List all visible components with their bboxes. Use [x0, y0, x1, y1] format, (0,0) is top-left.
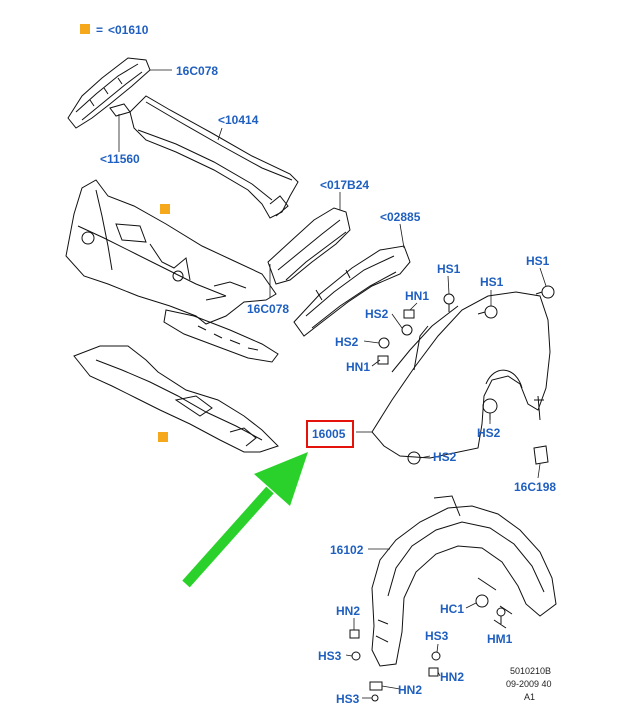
lower-cowl-panel-part	[73, 345, 279, 453]
reference-code: 5010210B	[510, 666, 551, 676]
label-hn2-c[interactable]: HN2	[398, 683, 422, 697]
label-hs1-c[interactable]: HS1	[526, 254, 550, 268]
fastener-hs3-a	[351, 651, 361, 661]
fastener-hn1-a	[403, 309, 415, 319]
label-hs1-a[interactable]: HS1	[437, 262, 461, 276]
reference-rev: A1	[524, 692, 535, 702]
label-apron-panel[interactable]: <02885	[380, 210, 421, 224]
reference-date: 09-2009 40	[506, 679, 552, 689]
label-hs2-a[interactable]: HS2	[365, 307, 389, 321]
label-hn2-b[interactable]: HN2	[440, 670, 464, 684]
wheel-liner-part	[371, 495, 557, 667]
label-cowl-top[interactable]: <10414	[218, 113, 259, 127]
label-hs2-c[interactable]: HS2	[477, 426, 501, 440]
cowl-top-panel-part	[129, 95, 299, 219]
label-hs2-b[interactable]: HS2	[335, 335, 359, 349]
dash-panel-part	[65, 179, 277, 325]
fastener-hs3-c	[371, 694, 379, 702]
fastener-hs1-b	[477, 305, 498, 319]
fastener-hs1-a	[443, 293, 455, 312]
strut-top-part	[267, 207, 351, 285]
marker-square-dash-panel	[160, 204, 170, 214]
front-fender-part	[371, 291, 551, 459]
cowl-clip-part	[109, 103, 131, 117]
legend-equals: =	[96, 23, 103, 37]
label-strut-top[interactable]: <017B24	[320, 178, 369, 192]
fastener-hn2-b	[428, 667, 439, 677]
fastener-hn2-c	[369, 681, 383, 691]
fastener-hn2-a	[349, 629, 360, 639]
cowl-bracket-part	[67, 57, 151, 129]
leader-lines	[118, 69, 547, 699]
label-hn2-a[interactable]: HN2	[336, 604, 360, 618]
fender-bracket-16c198	[533, 445, 549, 465]
label-cowl-clip[interactable]: <11560	[100, 152, 140, 166]
fastener-hs2-a	[401, 324, 413, 336]
fastener-hs2-d	[407, 451, 421, 465]
label-hm1[interactable]: HM1	[487, 632, 513, 646]
pointer-arrow	[182, 452, 308, 588]
label-wheel-liner[interactable]: 16102	[330, 543, 364, 557]
fastener-hc1	[475, 594, 489, 608]
label-hs3-b[interactable]: HS3	[425, 629, 449, 643]
fastener-hm1	[496, 607, 506, 624]
fastener-hs1-c	[535, 285, 555, 299]
label-fender-bracket[interactable]: 16C198	[514, 480, 556, 494]
fastener-hs2-b	[378, 337, 390, 349]
legend-code: <01610	[108, 23, 149, 37]
label-hs2-d[interactable]: HS2	[433, 450, 457, 464]
fastener-hn1-b	[377, 355, 389, 365]
fastener-hs3-b	[431, 651, 441, 661]
marker-square-lower-panel	[158, 432, 168, 442]
label-hn1-b[interactable]: HN1	[346, 360, 370, 374]
label-fender[interactable]: 16005	[312, 427, 346, 441]
label-hs1-b[interactable]: HS1	[480, 275, 504, 289]
label-hn1-a[interactable]: HN1	[405, 289, 429, 303]
apron-panel-part	[293, 245, 411, 337]
legend-marker-square	[80, 24, 90, 34]
label-cowl-bracket[interactable]: 16C078	[176, 64, 218, 78]
fastener-hs2-c	[482, 398, 498, 420]
highlight-box	[306, 420, 354, 448]
label-hs3-c[interactable]: HS3	[336, 692, 360, 704]
dash-extension-part	[163, 309, 279, 363]
label-lower-bracket[interactable]: 16C078	[247, 302, 289, 316]
label-hc1[interactable]: HC1	[440, 602, 464, 616]
label-hs3-a[interactable]: HS3	[318, 649, 342, 663]
